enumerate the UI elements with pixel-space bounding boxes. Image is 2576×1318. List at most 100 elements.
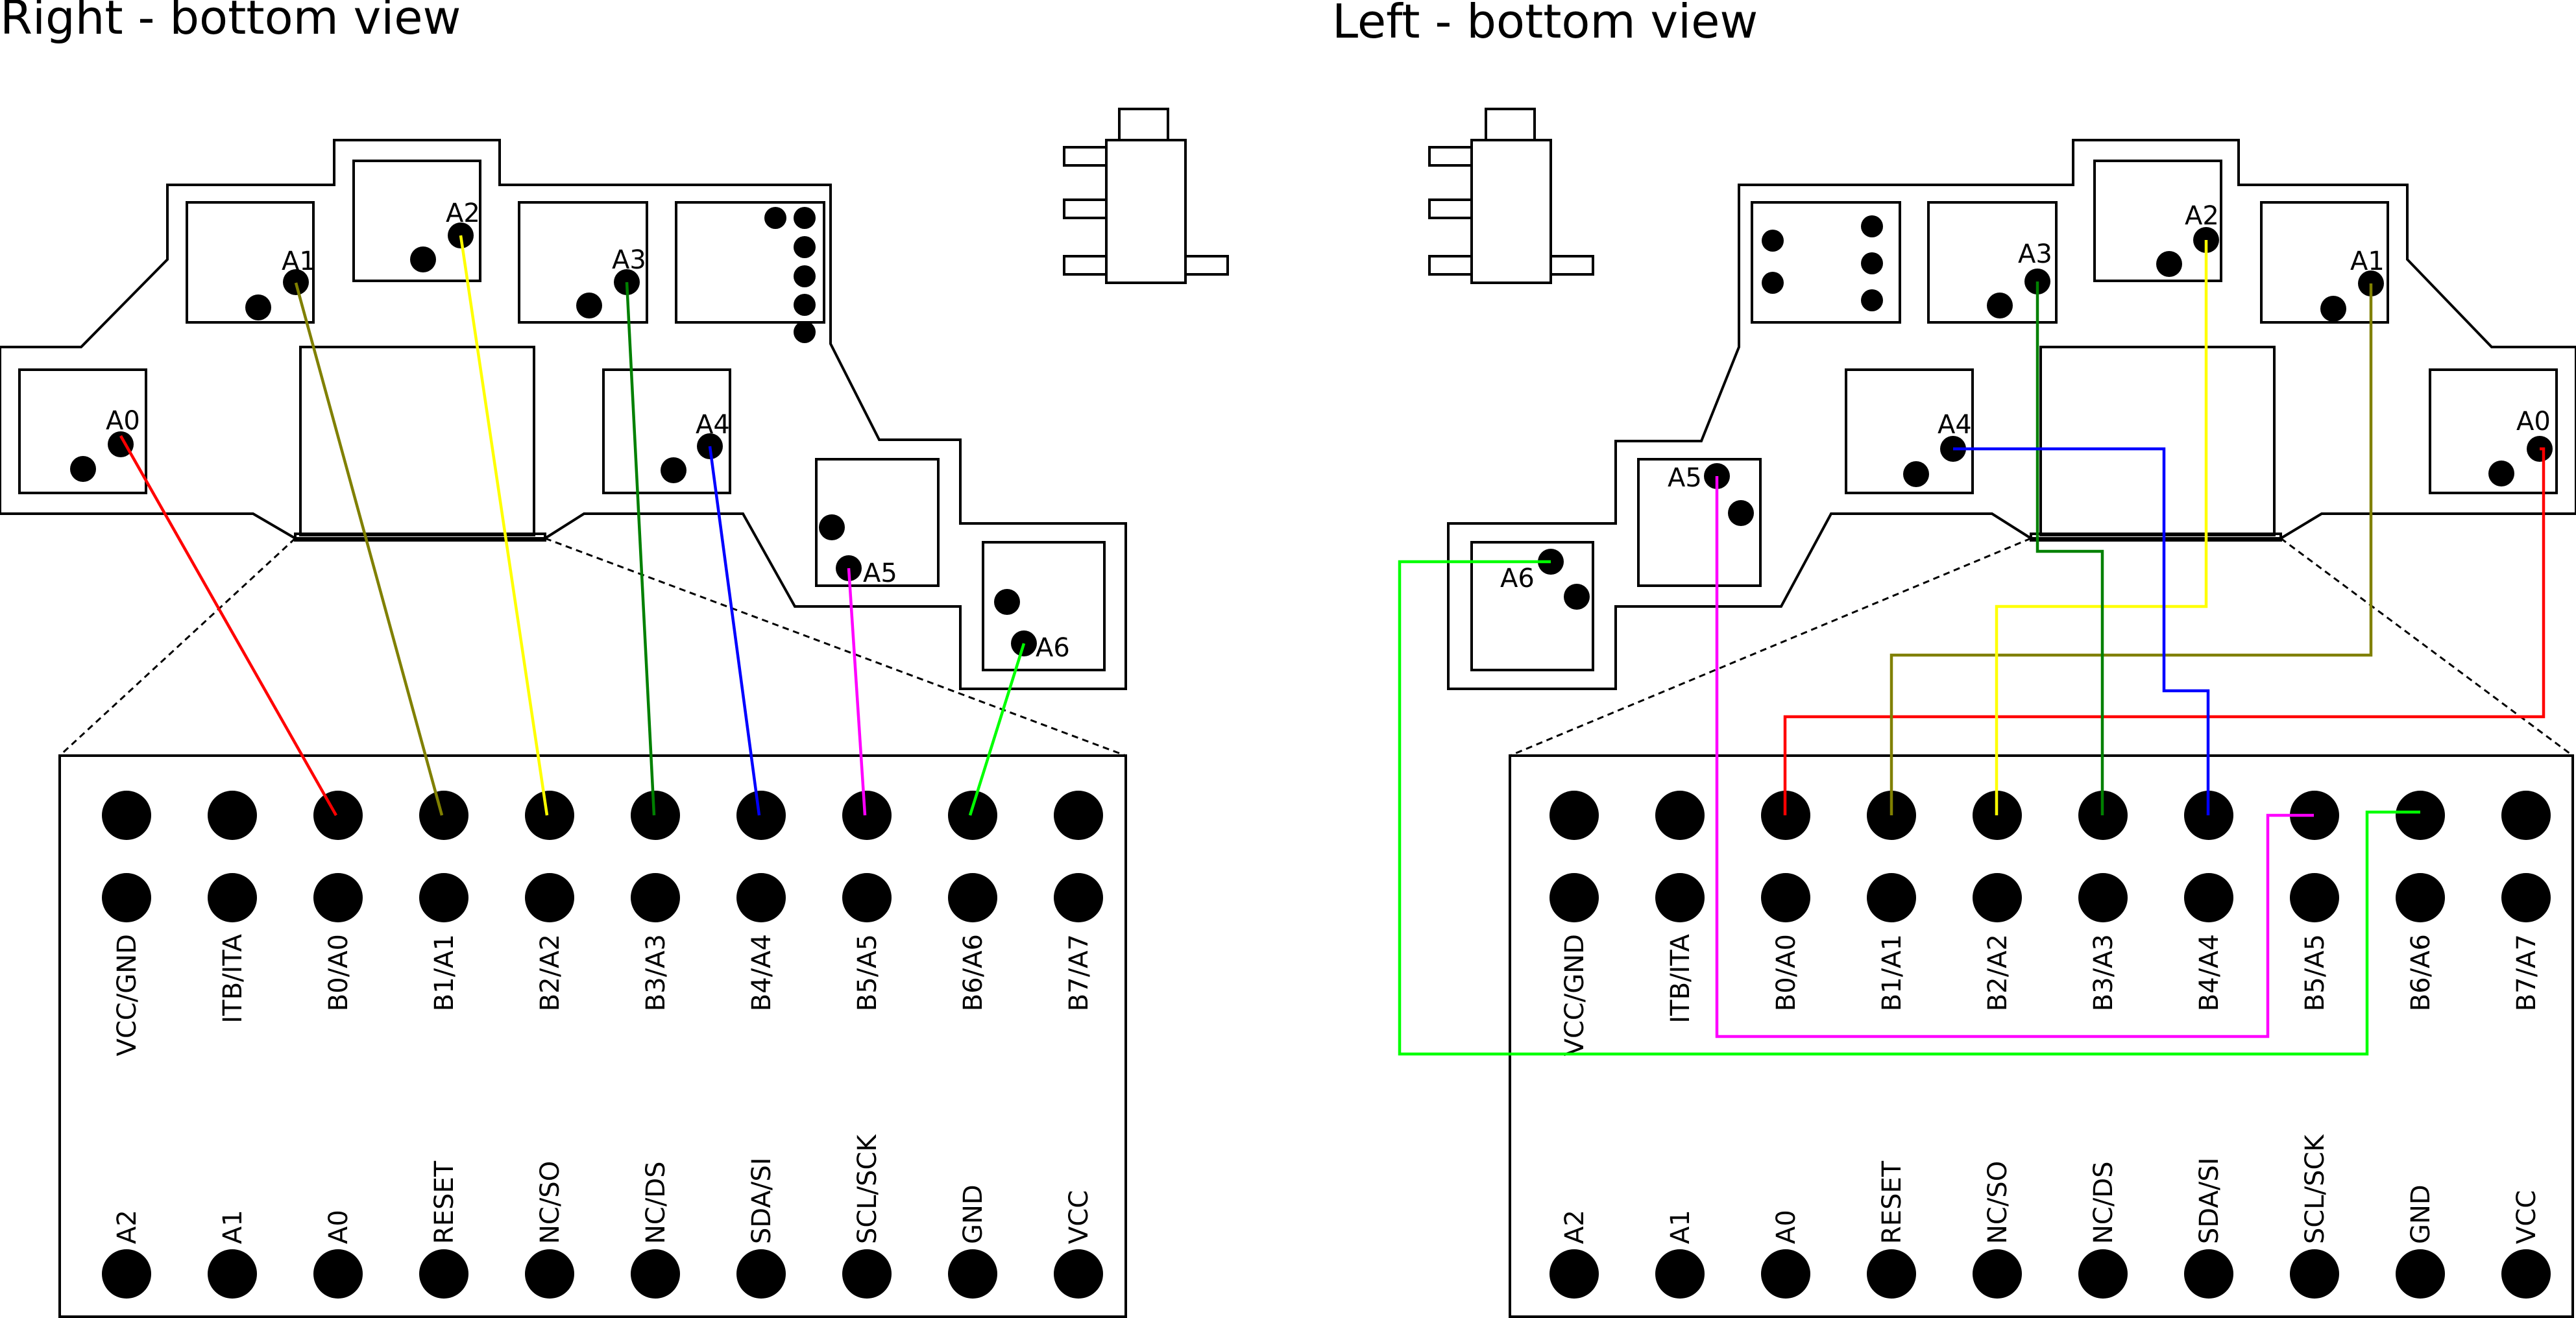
left-zoom-line-right — [2280, 537, 2573, 757]
left-wire-a3 — [2035, 282, 2104, 815]
left-connector-pin — [2396, 791, 2445, 840]
right-connector-pin — [842, 1249, 892, 1299]
right-key-label-a5: A5 — [863, 558, 897, 588]
right-key-box-a2 — [352, 160, 481, 282]
right-pad — [794, 207, 816, 229]
left-key-box-a5 — [1637, 458, 1762, 587]
right-pin-label-lower: VCC — [1064, 1190, 1094, 1244]
left-encoder-side-view — [1428, 108, 1594, 284]
left-key-box-a4 — [1845, 368, 1974, 494]
right-connector-pin — [631, 873, 680, 922]
left-pin-label-lower: RESET — [1877, 1160, 1907, 1244]
right-key-label-a3: A3 — [612, 245, 646, 275]
right-bottom-view: Right - bottom view — [0, 0, 1229, 1318]
right-connector-pin — [102, 791, 151, 840]
right-connector-pin — [1054, 873, 1103, 922]
left-key-box-a1 — [2260, 201, 2389, 324]
right-connector-pin — [842, 791, 892, 840]
right-key-box-a3 — [518, 201, 648, 324]
right-connector-pin — [948, 791, 997, 840]
right-connector-pin — [842, 873, 892, 922]
right-connector-pin — [736, 873, 786, 922]
left-connector-pin — [1867, 1249, 1916, 1299]
left-connector-pin — [2501, 873, 2551, 922]
right-pad — [245, 294, 271, 320]
right-view-title: Right - bottom view — [0, 0, 461, 45]
right-pcb-outline — [0, 139, 1127, 690]
left-connector-pin — [2184, 1249, 2233, 1299]
right-pad — [764, 207, 786, 229]
left-connector-pin — [1867, 873, 1916, 922]
left-pin-label-lower: A1 — [1666, 1210, 1695, 1244]
right-pad — [410, 246, 436, 272]
right-connector-pin — [1054, 791, 1103, 840]
right-connector-pin — [313, 1249, 363, 1299]
left-pad — [1762, 272, 1784, 294]
left-pin-label-upper: B3/A3 — [2089, 934, 2119, 1011]
left-connector-pin — [2501, 791, 2551, 840]
left-connector-pin — [2290, 873, 2339, 922]
left-key-label-a0: A0 — [2516, 407, 2551, 437]
left-pin-label-upper: B6/A6 — [2406, 934, 2436, 1011]
right-pin-label-upper: ITB/ITA — [218, 933, 248, 1023]
right-connector-pin — [1054, 1249, 1103, 1299]
right-pin-label-upper: B2/A2 — [535, 934, 565, 1011]
right-key-label-a0: A0 — [106, 406, 140, 436]
right-pin-label-lower: SCL/SCK — [853, 1134, 882, 1244]
right-wire-a2 — [459, 235, 549, 816]
left-key-label-a3: A3 — [2018, 239, 2052, 269]
left-wires — [1398, 240, 2546, 1056]
left-connector-pin — [2396, 873, 2445, 922]
right-pin-label-upper: B5/A5 — [853, 934, 882, 1011]
left-pin-label-lower: NC/SO — [1983, 1161, 2013, 1244]
left-encoder-base — [2030, 533, 2282, 542]
right-pad — [661, 457, 687, 483]
right-pin-label-upper: B1/A1 — [430, 934, 459, 1011]
right-connector-pin — [525, 1249, 574, 1299]
left-connector-pin — [2078, 873, 2128, 922]
left-connector-pin — [1655, 1249, 1705, 1299]
right-key-label-a1: A1 — [282, 246, 316, 276]
right-encoder-footprint — [299, 346, 535, 536]
right-wire-a6 — [968, 643, 1026, 816]
right-key-label-a2: A2 — [446, 198, 480, 228]
left-connector-pin — [2396, 1249, 2445, 1299]
right-key-box-extra — [675, 201, 825, 324]
left-pad — [1861, 215, 1883, 237]
left-connector-pin — [2290, 791, 2339, 840]
right-key-box-a0 — [18, 368, 147, 494]
right-pin-label-upper: VCC/GND — [112, 934, 142, 1056]
left-pad — [2156, 251, 2182, 277]
right-pin-label-lower: A2 — [112, 1210, 142, 1244]
left-pad — [1987, 293, 2013, 318]
right-pad — [576, 293, 602, 318]
right-wire-a0 — [119, 435, 337, 817]
left-connector-pin — [1973, 873, 2022, 922]
left-pad — [1762, 230, 1784, 252]
left-pin-label-lower: NC/DS — [2089, 1161, 2119, 1244]
left-pin-label-lower: VCC — [2512, 1190, 2542, 1244]
left-wire-a6 — [1398, 560, 2420, 1056]
left-wire-a0 — [1783, 447, 2546, 815]
right-connector-pin — [419, 1249, 468, 1299]
left-pin-label-upper: B1/A1 — [1877, 934, 1907, 1011]
right-connector-pin — [419, 791, 468, 840]
right-key-box-a1 — [186, 201, 315, 324]
left-pin-label-lower: A0 — [1771, 1210, 1801, 1244]
left-wire-a4 — [1953, 447, 2210, 815]
right-pad — [70, 456, 96, 482]
left-connector-pin — [1549, 873, 1599, 922]
right-connector-box — [58, 754, 1127, 1318]
right-connector-pin — [313, 873, 363, 922]
left-connector-box — [1509, 754, 2574, 1318]
right-pad — [283, 269, 309, 295]
right-wire-a4 — [708, 446, 761, 816]
left-pin-label-lower: A2 — [1560, 1210, 1590, 1244]
right-pin-label-upper: B0/A0 — [324, 934, 354, 1011]
right-pin-label-upper: B7/A7 — [1064, 934, 1094, 1011]
right-pad — [994, 589, 1020, 615]
right-pad — [794, 265, 816, 287]
right-zoom-line-left — [58, 537, 297, 757]
left-view-title: Left - bottom view — [1332, 0, 1758, 49]
